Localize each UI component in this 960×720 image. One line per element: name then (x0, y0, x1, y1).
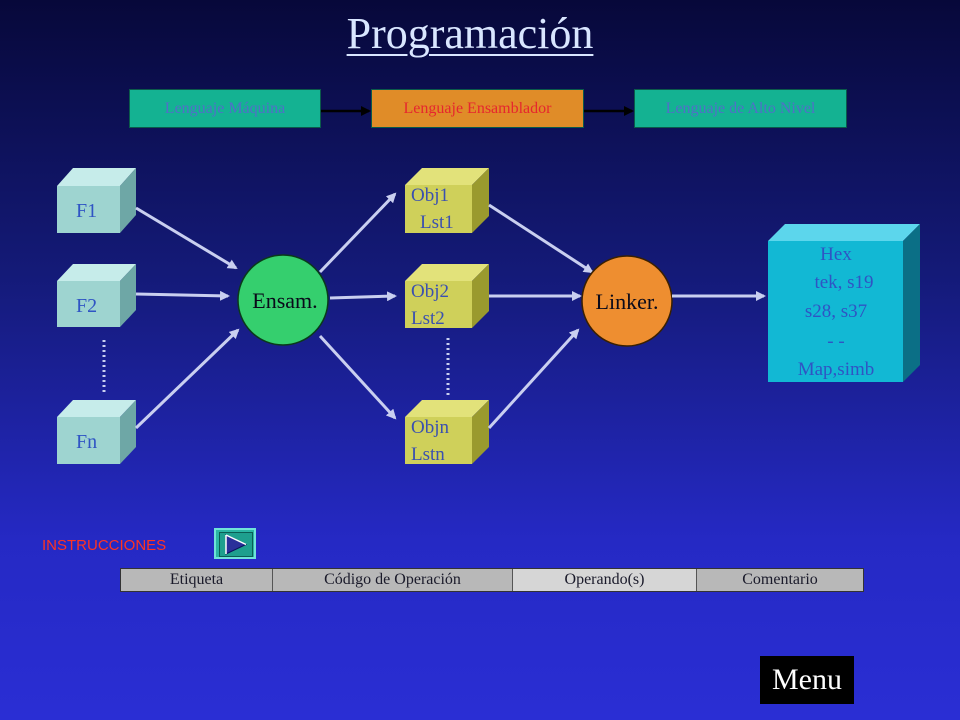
arrow-fn-to-ensam (134, 328, 240, 430)
arrow-ensam-to-objn (318, 334, 397, 420)
arrow-ensam-to-obj2 (329, 291, 397, 302)
field-operandos: Operando(s) (513, 569, 697, 591)
page-title: Programación (346, 9, 594, 58)
arrow-f2-to-ensam (135, 290, 230, 301)
hex-line-1: Hex (820, 244, 852, 265)
hex-line-5: Map,simb (797, 359, 875, 380)
ensam-circle (237, 254, 329, 346)
arrow-objn-to-linker (487, 328, 580, 430)
obj2-cube (405, 264, 489, 328)
ensam-label: Ensam. (252, 288, 318, 313)
lenguaje-ensamblador-box: Lenguaje Ensamblador (371, 89, 584, 128)
hex-line-2: tek, s19 (814, 272, 874, 293)
objn-cube (405, 400, 489, 464)
field-codigo-operacion: Código de Operación (273, 569, 513, 591)
play-icon (219, 532, 253, 557)
f1-label: F1 (76, 200, 98, 222)
hex-line-3: s28, s37 (804, 301, 868, 322)
field-comentario: Comentario (697, 569, 863, 591)
linker-label: Linker. (595, 289, 659, 314)
play-triangle-icon (225, 534, 248, 555)
hex-line-4: - - (827, 331, 845, 352)
arrow-f1-to-ensam (135, 206, 238, 270)
obj1-line2: Lst1 (420, 212, 454, 233)
lenguaje-alto-nivel-box: Lenguaje de Alto Nivel (634, 89, 847, 128)
hex-output-cube (768, 224, 920, 382)
obj1-cube (405, 168, 489, 233)
arrow-obj1-to-linker (488, 203, 594, 274)
obj1-line1: Obj1 (411, 185, 449, 206)
f1-cube (57, 168, 136, 233)
f2-label: F2 (76, 295, 98, 317)
fn-label: Fn (76, 431, 98, 453)
arrow-ensam-to-obj1 (318, 192, 397, 274)
instrucciones-label: INSTRUCCIONES (42, 537, 167, 554)
objn-line2: Lstn (411, 444, 445, 465)
obj2-line2: Lst2 (411, 308, 445, 329)
instruction-format-table: Etiqueta Código de Operación Operando(s)… (120, 568, 864, 592)
obj2-line1: Obj2 (411, 281, 449, 302)
fn-cube (57, 400, 136, 464)
f2-cube (57, 264, 136, 327)
objn-line1: Objn (411, 417, 449, 438)
field-etiqueta: Etiqueta (121, 569, 273, 591)
play-button[interactable] (214, 528, 256, 559)
menu-button[interactable]: Menu (760, 656, 854, 704)
linker-circle (581, 255, 673, 347)
lenguaje-maquina-box: Lenguaje Máquina (129, 89, 321, 128)
